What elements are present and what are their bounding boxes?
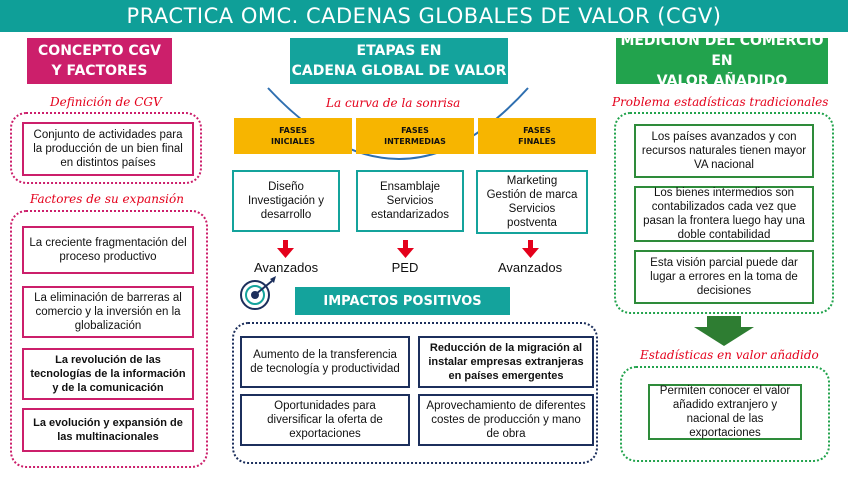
stats-frame <box>620 366 830 462</box>
definition-frame <box>10 112 202 184</box>
header-concepto-cgv: CONCEPTO CGV Y FACTORES <box>27 38 172 84</box>
level-label-intermediate: PED <box>391 260 419 275</box>
phase-final: FASES FINALES <box>478 118 596 154</box>
header-medicion-comercio: MEDICION DEL COMERCIO EN VALOR AÑADIDO <box>616 33 828 89</box>
phase-activities-intermediate: Ensamblaje Servicios estandarizados <box>356 170 464 232</box>
phase-initial: FASES INICIALES <box>234 118 352 154</box>
factors-frame <box>10 210 208 468</box>
factor-item: La revolución de las tecnologías de la i… <box>22 348 194 400</box>
impact-item: Aumento de la transferencia de tecnologí… <box>240 336 410 388</box>
problem-item: Los países avanzados y con recursos natu… <box>634 124 814 178</box>
impact-item: Reducción de la migración al instalar em… <box>418 336 594 388</box>
factor-item: La eliminación de barreras al comercio y… <box>22 286 194 338</box>
factors-label: Factores de su expansión <box>30 192 184 206</box>
stats-box: Permiten conocer el valor añadido extran… <box>648 384 802 440</box>
impact-item: Oportunidades para diversificar la ofert… <box>240 394 410 446</box>
definition-label: Definición de CGV <box>50 95 162 109</box>
level-label-initial: Avanzados <box>254 260 319 275</box>
level-label-final: Avanzados <box>498 260 563 275</box>
problem-item: Esta visión parcial puede dar lugar a er… <box>634 250 814 304</box>
problems-label: Problema estadísticas tradicionales <box>612 95 829 109</box>
impacts-header: IMPACTOS POSITIVOS <box>295 287 510 315</box>
stats-label: Estadísticas en valor añadido <box>640 348 819 362</box>
smile-label: La curva de la sonrisa <box>326 96 461 110</box>
phase-intermediate: FASES INTERMEDIAS <box>356 118 474 154</box>
problem-item: Los bienes intermedios son contabilizado… <box>634 186 814 242</box>
problems-frame <box>614 112 834 314</box>
impacts-frame <box>232 322 598 464</box>
factor-item: La evolución y expansión de las multinac… <box>22 408 194 452</box>
definition-box: Conjunto de actividades para la producci… <box>22 122 194 176</box>
factor-item: La creciente fragmentación del proceso p… <box>22 226 194 274</box>
header-etapas-cgv: ETAPAS EN CADENA GLOBAL DE VALOR <box>290 38 508 84</box>
page-title: PRACTICA OMC. CADENAS GLOBALES DE VALOR … <box>0 0 848 32</box>
impact-item: Aprovechamiento de diferentes costes de … <box>418 394 594 446</box>
phase-activities-final: Marketing Gestión de marca Servicios pos… <box>476 170 588 234</box>
phase-activities-initial: Diseño Investigación y desarrollo <box>232 170 340 232</box>
